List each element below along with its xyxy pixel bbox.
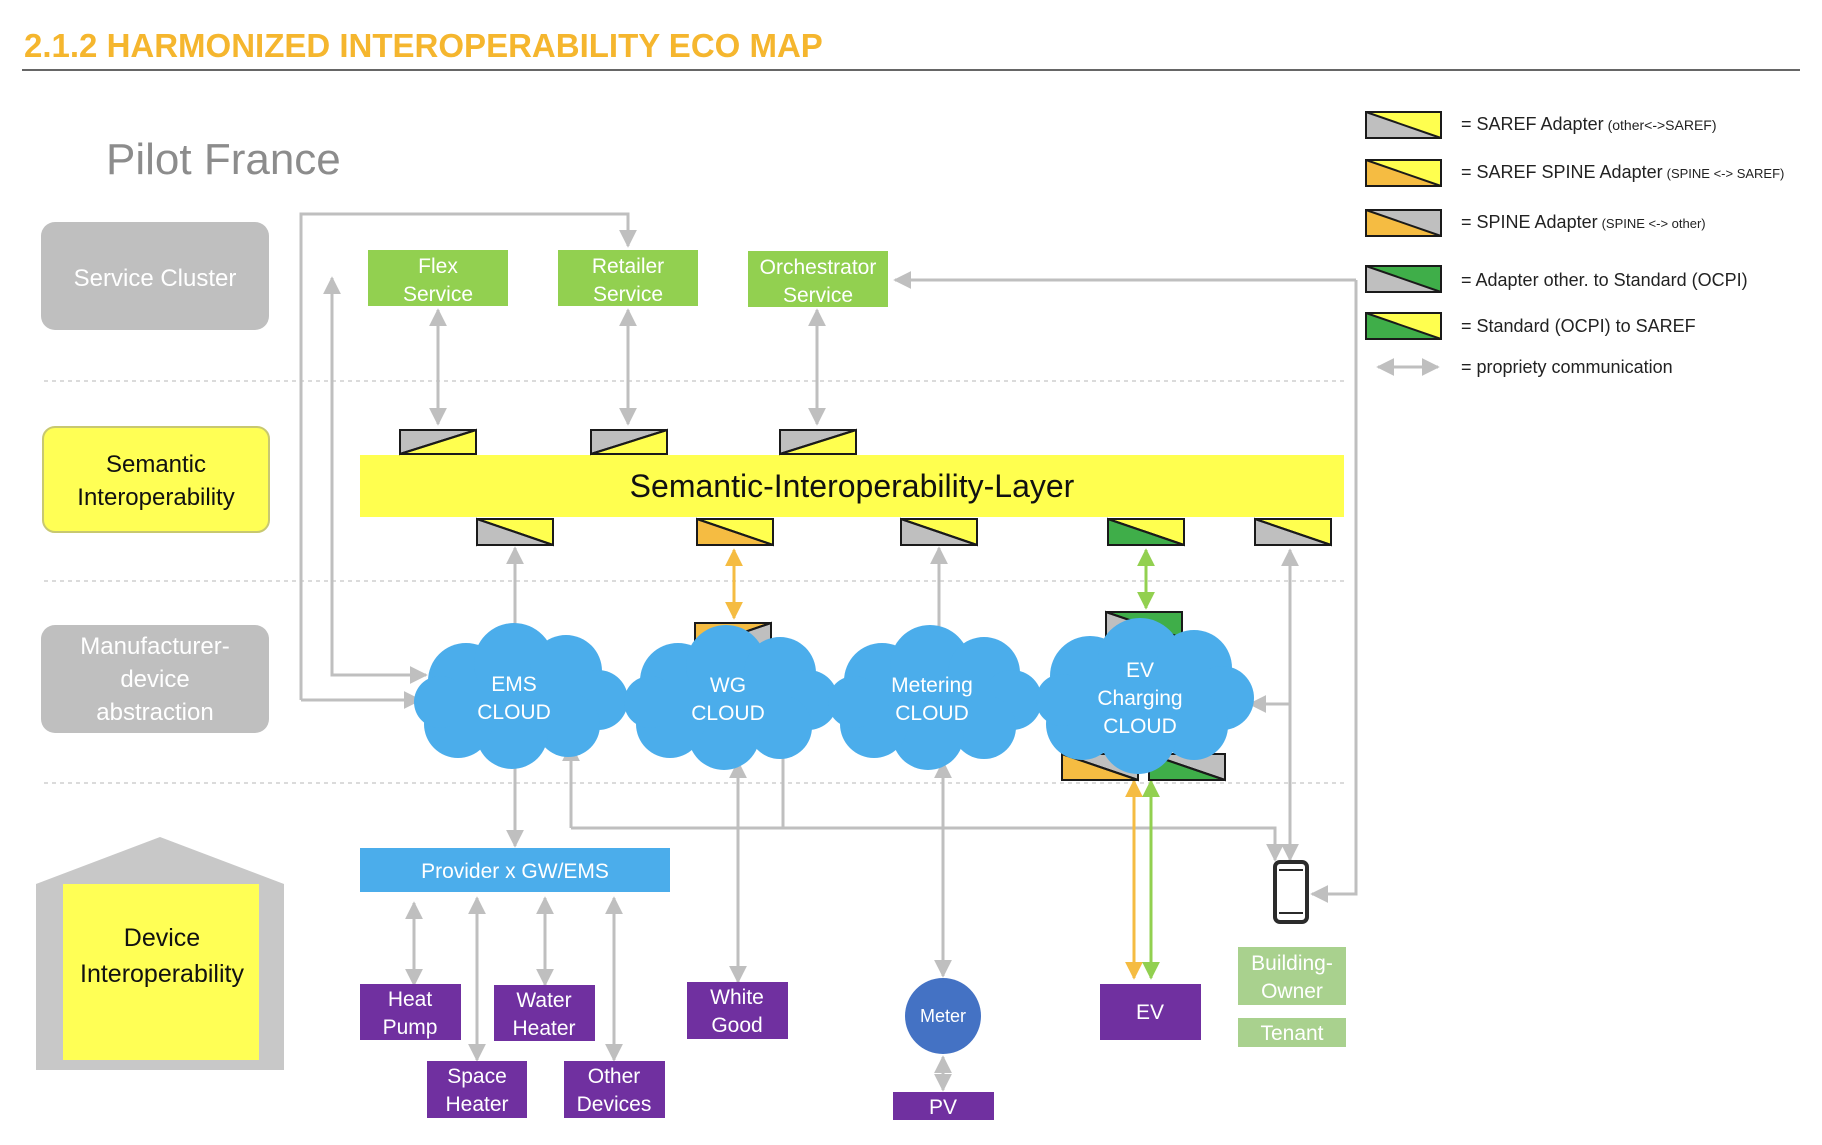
svg-text:Retailer: Retailer (592, 255, 664, 278)
legend-item-saref-spine-adapter: = SAREF SPINE Adapter(SPINE <-> SAREF) (1365, 159, 1784, 187)
pv: PV (893, 1092, 994, 1120)
adapter-wg (696, 517, 774, 547)
legend: = SAREF Adapter(other<->SAREF) = SAREF S… (1365, 111, 1784, 377)
svg-text:Pump: Pump (383, 1016, 438, 1039)
svg-text:= SAREF Adapter(other<->SAREF): = SAREF Adapter(other<->SAREF) (1461, 114, 1717, 134)
svg-text:Flex: Flex (418, 255, 458, 278)
adapter-metering (900, 517, 978, 547)
pilot-label: Pilot France (106, 135, 341, 184)
water-heater: Water Heater (494, 985, 595, 1041)
legend-item-propriety: = propriety communication (1376, 357, 1673, 377)
orchestrator-service: Orchestrator Service (748, 251, 888, 307)
layer-semantic-interoperability: Semantic Interoperability (42, 426, 270, 533)
wg-cloud: WG CLOUD (624, 625, 838, 770)
svg-text:Manufacturer-: Manufacturer- (80, 633, 229, 660)
svg-text:= SPINE Adapter(SPINE <-> othe: = SPINE Adapter(SPINE <-> other) (1461, 212, 1706, 232)
metering-cloud: Metering CLOUD (828, 625, 1042, 770)
legend-item-ocpi-saref: = Standard (OCPI) to SAREF (1365, 312, 1696, 340)
spine-connectors (725, 548, 1160, 980)
adapter-retailer (590, 428, 668, 456)
adapter-flex (399, 428, 477, 456)
svg-text:Heater: Heater (445, 1093, 508, 1116)
svg-text:WG: WG (710, 674, 746, 697)
svg-text:CLOUD: CLOUD (477, 701, 551, 724)
svg-text:= Standard (OCPI) to SAREF: = Standard (OCPI) to SAREF (1461, 316, 1696, 336)
svg-text:EV: EV (1126, 659, 1154, 682)
ev-charging-cloud: EV Charging CLOUD (1036, 618, 1254, 774)
svg-text:CLOUD: CLOUD (895, 702, 969, 725)
adapter-orchestrator (779, 428, 857, 456)
layer-service-cluster: Service Cluster (41, 222, 269, 330)
adapter-building-owner (1254, 517, 1332, 547)
svg-text:Devices: Devices (577, 1093, 652, 1116)
svg-text:Interoperability: Interoperability (80, 960, 244, 988)
svg-text:Service: Service (783, 284, 853, 307)
svg-text:Water: Water (516, 989, 571, 1012)
space-heater: Space Heater (427, 1061, 527, 1118)
flex-service: Flex Service (368, 250, 508, 306)
svg-text:Service: Service (593, 283, 663, 306)
svg-text:Heat: Heat (388, 988, 433, 1011)
legend-item-saref-adapter: = SAREF Adapter(other<->SAREF) (1365, 111, 1717, 139)
layer-manufacturer-device-abstraction: Manufacturer- device abstraction (41, 625, 269, 733)
svg-text:= propriety communication: = propriety communication (1461, 357, 1673, 377)
smartphone-icon (1273, 860, 1309, 924)
svg-text:Heater: Heater (512, 1017, 575, 1040)
ev-device: EV (1100, 984, 1201, 1040)
ems-cloud: EMS CLOUD (414, 623, 628, 769)
svg-text:Charging: Charging (1097, 687, 1182, 710)
svg-text:device: device (120, 666, 189, 693)
svg-text:Owner: Owner (1261, 980, 1323, 1003)
svg-text:= Adapter other. to Standard (: = Adapter other. to Standard (OCPI) (1461, 270, 1748, 290)
legend-item-spine-adapter: = SPINE Adapter(SPINE <-> other) (1365, 209, 1706, 237)
svg-text:Meter: Meter (920, 1006, 966, 1026)
svg-text:Space: Space (447, 1065, 507, 1088)
svg-text:PV: PV (929, 1096, 957, 1119)
svg-text:Orchestrator: Orchestrator (760, 256, 877, 279)
svg-text:Semantic: Semantic (106, 451, 206, 478)
svg-text:Provider x GW/EMS: Provider x GW/EMS (421, 860, 609, 883)
svg-text:Metering: Metering (891, 674, 973, 697)
semantic-interoperability-layer: Semantic-Interoperability-Layer (360, 455, 1344, 517)
svg-text:Good: Good (711, 1014, 762, 1037)
meter: Meter (905, 978, 981, 1054)
svg-text:Interoperability: Interoperability (77, 484, 234, 511)
building-owner: Building- Owner (1238, 947, 1346, 1005)
white-good: White Good (687, 982, 788, 1039)
svg-text:Service: Service (403, 283, 473, 306)
tenant: Tenant (1238, 1018, 1346, 1047)
page-title: 2.1.2 HARMONIZED INTEROPERABILITY ECO MA… (24, 27, 823, 64)
svg-text:Tenant: Tenant (1260, 1022, 1323, 1045)
heat-pump: Heat Pump (360, 984, 461, 1040)
provider-gateway: Provider x GW/EMS (360, 848, 670, 892)
svg-text:CLOUD: CLOUD (691, 702, 765, 725)
adapter-ems (476, 517, 554, 547)
legend-item-adapter-ocpi: = Adapter other. to Standard (OCPI) (1365, 265, 1748, 293)
propriety-connectors (299, 212, 1358, 1092)
svg-text:abstraction: abstraction (96, 699, 213, 726)
layer-device-interoperability: Device Interoperability (36, 837, 284, 1070)
adapter-ev-ocpi (1148, 752, 1226, 782)
svg-text:EV: EV (1136, 1001, 1164, 1024)
retailer-service: Retailer Service (558, 250, 698, 306)
svg-text:Service Cluster: Service Cluster (74, 265, 237, 292)
svg-text:Other: Other (588, 1065, 641, 1088)
other-devices: Other Devices (564, 1061, 665, 1118)
svg-text:EMS: EMS (491, 673, 537, 696)
svg-text:= SAREF SPINE Adapter(SPINE <-: = SAREF SPINE Adapter(SPINE <-> SAREF) (1461, 162, 1784, 182)
svg-text:Building-: Building- (1251, 952, 1333, 975)
svg-text:White: White (710, 986, 764, 1009)
adapter-ev-charging (1107, 517, 1185, 547)
svg-text:Semantic-Interoperability-Laye: Semantic-Interoperability-Layer (630, 468, 1075, 504)
svg-text:CLOUD: CLOUD (1103, 715, 1177, 738)
svg-text:Device: Device (124, 924, 200, 952)
